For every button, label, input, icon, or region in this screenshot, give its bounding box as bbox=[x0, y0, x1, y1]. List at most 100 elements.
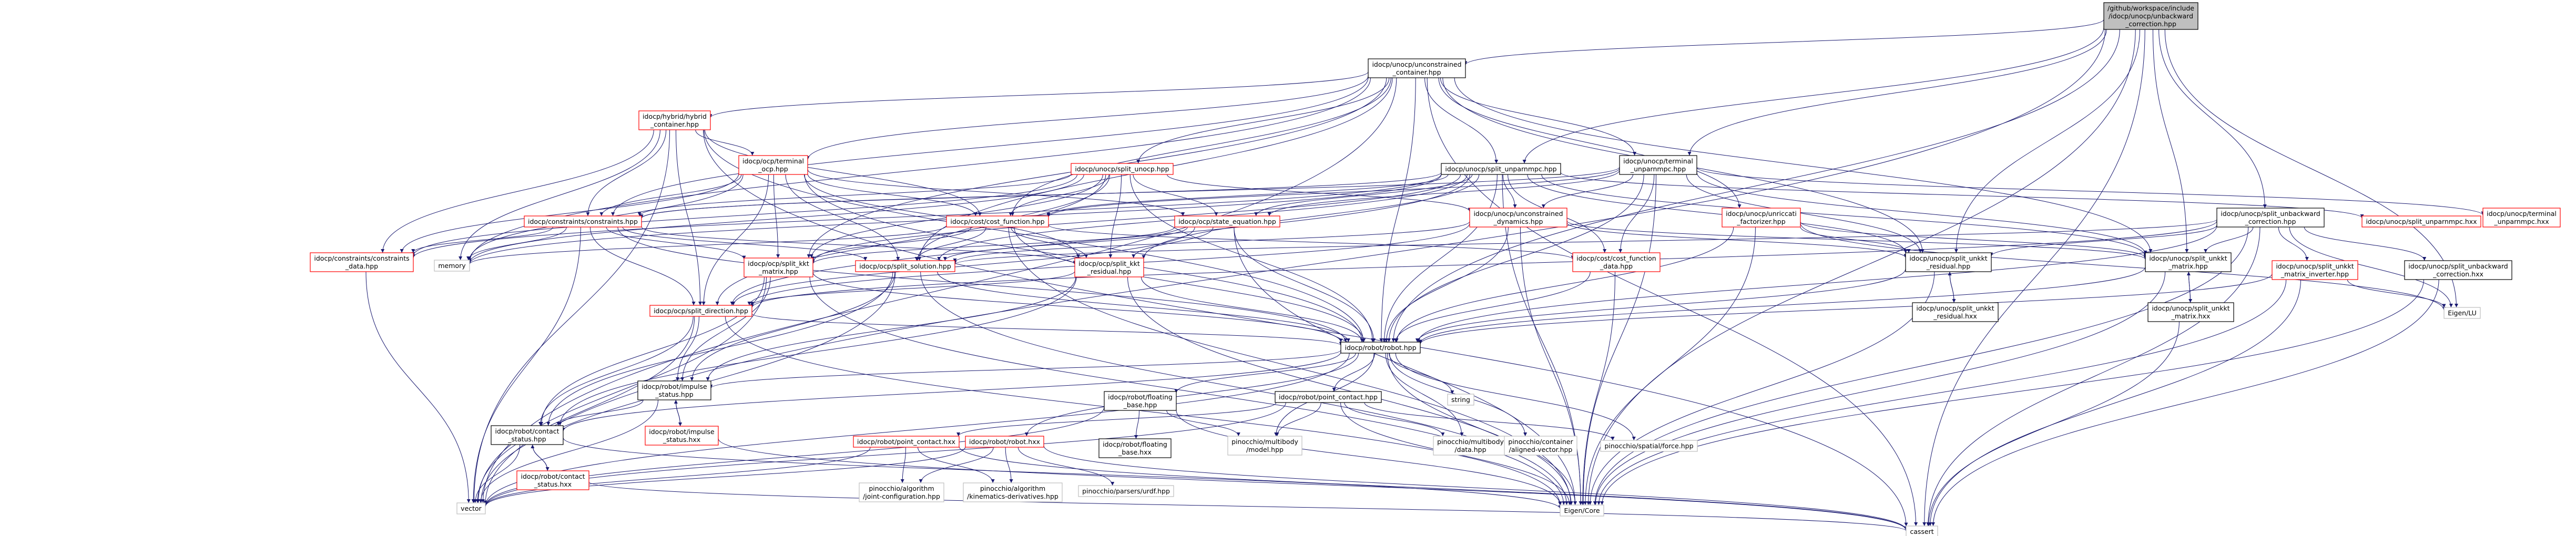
edge-root-to-unconstrained-container bbox=[1463, 19, 2104, 65]
edge-point-contact-hxx-to-pin-joint-conf bbox=[900, 447, 906, 483]
node-box bbox=[1572, 252, 1661, 272]
node-label-line: idocp/constraints/constraints.hpp bbox=[528, 218, 638, 225]
node-terminal-ocp[interactable]: idocp/ocp/terminal_ocp.hpp bbox=[738, 155, 808, 175]
edge-terminal-ocp-to-split-direction bbox=[701, 174, 769, 306]
node-box bbox=[434, 260, 470, 272]
edge-split-kkt-residual-to-impulse-status bbox=[706, 276, 1076, 382]
node-terminal-unparnmpc-hxx[interactable]: idocp/unocp/terminal_unparnmpc.hxx bbox=[2482, 208, 2561, 228]
node-box bbox=[1275, 391, 1382, 403]
edge-point-contact-to-pin-data bbox=[1344, 402, 1445, 437]
edge-split-unocp-to-unconstrained-dynamics bbox=[1167, 174, 1472, 212]
node-split-unbackward-correction-hxx[interactable]: idocp/unocp/split_unbackward_correction.… bbox=[2404, 260, 2512, 280]
node-pin-data: pinocchio/multibody/data.hpp bbox=[1433, 436, 1508, 456]
node-split-unocp[interactable]: idocp/unocp/split_unocp.hpp bbox=[1071, 163, 1174, 175]
node-box bbox=[2443, 307, 2481, 319]
node-label-line: /data.hpp bbox=[1454, 446, 1486, 453]
node-contact-status-hxx[interactable]: idocp/robot/contact_status.hxx bbox=[516, 470, 589, 490]
node-box bbox=[649, 305, 752, 317]
node-label-line: _residual.hpp bbox=[1087, 267, 1132, 275]
node-impulse-status[interactable]: idocp/robot/impulse_status.hpp bbox=[637, 380, 711, 400]
node-robot[interactable]: idocp/robot/robot.hpp bbox=[1340, 342, 1421, 354]
node-box bbox=[1433, 436, 1508, 456]
node-label-line: idocp/ocp/split_solution.hpp bbox=[859, 262, 951, 270]
node-pin-force: pinocchio/spatial/force.hpp bbox=[1600, 440, 1698, 452]
edge-split-unparnmpc-to-unconstrained-dynamics bbox=[1502, 174, 1517, 209]
node-label-line: idocp/unocp/terminal bbox=[1623, 157, 1693, 165]
node-box bbox=[516, 470, 589, 490]
node-floating-base[interactable]: idocp/robot/floating_base.hpp bbox=[1104, 391, 1177, 411]
edge-unriccati-factorizer-to-split-unkkt-matrix bbox=[1800, 221, 2147, 258]
node-cost-function[interactable]: idocp/cost/cost_function.hpp bbox=[946, 215, 1049, 228]
edge-split-unkkt-matrix-inverter-to-cassert bbox=[1928, 279, 2301, 527]
node-constraints-data[interactable]: idocp/constraints/constraints_data.hpp bbox=[310, 252, 414, 272]
node-label-line: _unparnmpc.hxx bbox=[2493, 218, 2549, 225]
node-split-unkkt-residual[interactable]: idocp/unocp/split_unkkt_residual.hpp bbox=[1905, 252, 1992, 272]
edge-unconstrained-container-to-cost-function bbox=[1011, 77, 1391, 217]
node-point-contact-hxx[interactable]: idocp/robot/point_contact.hxx bbox=[853, 436, 960, 448]
edge-split-kkt-matrix-to-impulse-status bbox=[680, 276, 771, 382]
node-box bbox=[2147, 302, 2234, 322]
node-contact-status[interactable]: idocp/robot/contact_status.hpp bbox=[491, 425, 564, 445]
node-label-line: idocp/cost/cost_function.hpp bbox=[950, 218, 1044, 225]
node-label-line: idocp/ocp/terminal bbox=[742, 157, 804, 165]
node-label-line: Eigen/Core bbox=[1564, 507, 1600, 514]
edge-constraints-data-to-vector bbox=[365, 271, 471, 503]
node-split-unkkt-matrix[interactable]: idocp/unocp/split_unkkt_matrix.hpp bbox=[2145, 252, 2232, 272]
edge-unbackward-correction-inner-to-split-direction bbox=[750, 221, 2217, 308]
node-unconstrained-dynamics[interactable]: idocp/unocp/unconstrained_dynamics.hpp bbox=[1469, 208, 1567, 228]
node-box bbox=[2272, 260, 2358, 280]
node-label-line: _container.hpp bbox=[650, 120, 699, 128]
edge-hybrid-container-to-terminal-ocp bbox=[695, 129, 755, 156]
node-split-unparnmpc[interactable]: idocp/unocp/split_unparnmpc.hpp bbox=[1441, 163, 1561, 175]
node-label-line: idocp/robot/point_contact.hpp bbox=[1279, 393, 1378, 401]
node-robot-hxx[interactable]: idocp/robot/robot.hxx bbox=[965, 436, 1044, 448]
node-hybrid-container[interactable]: idocp/hybrid/hybrid_container.hpp bbox=[638, 110, 711, 130]
edge-constraints-to-memory bbox=[466, 226, 567, 261]
node-root[interactable]: /github/workspace/include/idocp/unocp/un… bbox=[2103, 2, 2198, 30]
node-split-unkkt-matrix-inverter[interactable]: idocp/unocp/split_unkkt_matrix_inverter.… bbox=[2272, 260, 2358, 280]
edge-split-unocp-to-split-kkt-residual bbox=[1108, 174, 1122, 259]
edge-root-to-terminal-unparnmpc bbox=[1687, 29, 2107, 156]
node-split-solution[interactable]: idocp/ocp/split_solution.hpp bbox=[855, 260, 955, 272]
edge-hybrid-container-to-constraints-data bbox=[381, 129, 654, 253]
edge-impulse-status-hxx-to-impulse-status bbox=[674, 399, 681, 427]
node-box bbox=[637, 380, 711, 400]
node-split-unkkt-residual-hxx[interactable]: idocp/unocp/split_unkkt_residual.hxx bbox=[1912, 302, 1999, 322]
edge-split-kkt-residual-to-eigen-core bbox=[1127, 276, 1573, 506]
node-terminal-unparnmpc[interactable]: idocp/unocp/terminal_unparnmpc.hpp bbox=[1619, 155, 1697, 175]
edge-split-direction-to-impulse-status bbox=[676, 316, 699, 382]
node-state-equation[interactable]: idocp/ocp/state_equation.hpp bbox=[1174, 215, 1280, 228]
node-label-line: vector bbox=[461, 504, 482, 512]
edge-floating-base-to-floating-base-hxx bbox=[1134, 410, 1139, 439]
edge-robot-to-string bbox=[1389, 353, 1454, 395]
node-constraints[interactable]: idocp/constraints/constraints.hpp bbox=[524, 215, 642, 228]
node-point-contact[interactable]: idocp/robot/point_contact.hpp bbox=[1275, 391, 1382, 403]
edge-unbackward-correction-inner-to-split-unbackward-correction-hxx bbox=[2304, 226, 2427, 261]
node-split-direction[interactable]: idocp/ocp/split_direction.hpp bbox=[649, 305, 752, 317]
node-label-line: _matrix.hxx bbox=[2171, 312, 2211, 320]
node-split-kkt-residual[interactable]: idocp/ocp/split_kkt_residual.hpp bbox=[1074, 257, 1144, 277]
edge-hybrid-container-to-split-direction bbox=[676, 129, 702, 306]
node-unconstrained-container[interactable]: idocp/unocp/unconstrained_container.hpp bbox=[1368, 58, 1466, 78]
node-impulse-status-hxx[interactable]: idocp/robot/impulse_status.hxx bbox=[645, 426, 719, 446]
edge-robot-hxx-to-pin-kin-deriv bbox=[1005, 447, 1013, 483]
node-label-line: _correction.hpp bbox=[2125, 20, 2176, 28]
node-label-line: _ocp.hpp bbox=[758, 165, 788, 173]
node-floating-base-hxx[interactable]: idocp/robot/floating_base.hxx bbox=[1098, 438, 1172, 458]
edge-robot-to-impulse-status bbox=[709, 349, 1341, 389]
node-unbackward-correction-inner[interactable]: idocp/unocp/split_unbackward_correction.… bbox=[2216, 208, 2325, 228]
edge-split-solution-to-eigen-core bbox=[920, 271, 1569, 506]
node-pin-joint-conf: pinocchio/algorithm/joint-configuration.… bbox=[859, 482, 944, 502]
node-label-line: _residual.hpp bbox=[1926, 262, 1971, 270]
edge-split-unparnmpc-to-constraints-data bbox=[411, 173, 1442, 259]
node-label-line: idocp/unocp/split_unparnmpc.hpp bbox=[1445, 165, 1556, 173]
edge-hybrid-container-to-memory bbox=[459, 129, 660, 261]
node-split-unparnmpc-hxx[interactable]: idocp/unocp/split_unparnmpc.hxx bbox=[2361, 215, 2481, 228]
node-split-unkkt-matrix-hxx[interactable]: idocp/unocp/split_unkkt_matrix.hxx bbox=[2147, 302, 2234, 322]
edge-split-direction-to-contact-status bbox=[538, 316, 694, 426]
node-unriccati-factorizer[interactable]: idocp/unocp/unriccati_factorizer.hpp bbox=[1722, 208, 1801, 228]
node-cost-function-data[interactable]: idocp/cost/cost_function_data.hpp bbox=[1572, 252, 1661, 272]
node-box bbox=[645, 426, 719, 446]
node-split-kkt-matrix[interactable]: idocp/ocp/split_kkt_matrix.hpp bbox=[744, 257, 813, 277]
edge-unconstrained-dynamics-to-split-solution bbox=[953, 221, 1470, 263]
